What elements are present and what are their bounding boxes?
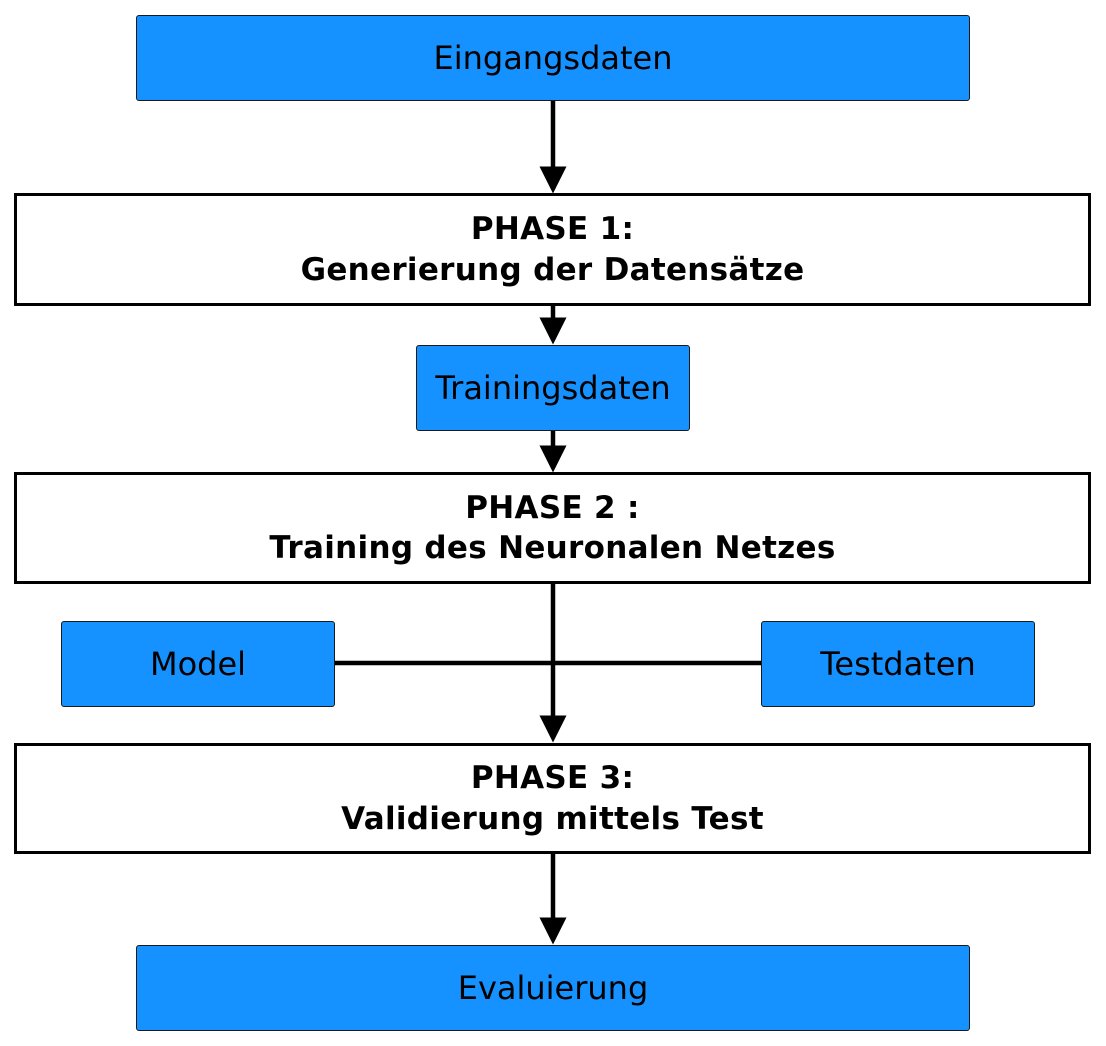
- phase2-box: PHASE 2 : Training des Neuronalen Netzes: [14, 472, 1091, 584]
- test-data-label: Testdaten: [820, 644, 976, 683]
- training-data-box: Trainingsdaten: [416, 345, 690, 431]
- test-data-box: Testdaten: [761, 621, 1035, 707]
- phase1-box: PHASE 1: Generierung der Datensätze: [14, 193, 1091, 306]
- model-label: Model: [149, 644, 247, 683]
- model-box: Model: [61, 621, 335, 707]
- phase1-subtitle: Generierung der Datensätze: [300, 251, 805, 288]
- phase2-subtitle: Training des Neuronalen Netzes: [269, 530, 836, 566]
- phase3-title: PHASE 3:: [470, 760, 635, 797]
- phase1-title: PHASE 1:: [470, 211, 635, 248]
- training-data-label: Trainingsdaten: [435, 368, 671, 407]
- input-data-label: Eingangsdaten: [433, 38, 673, 77]
- input-data-box: Eingangsdaten: [136, 15, 970, 101]
- phase2-title: PHASE 2 :: [465, 489, 640, 526]
- evaluation-box: Evaluierung: [136, 945, 970, 1031]
- evaluation-label: Evaluierung: [457, 968, 649, 1007]
- phase3-subtitle: Validierung mittels Test: [341, 800, 764, 837]
- phase3-box: PHASE 3: Validierung mittels Test: [14, 743, 1091, 854]
